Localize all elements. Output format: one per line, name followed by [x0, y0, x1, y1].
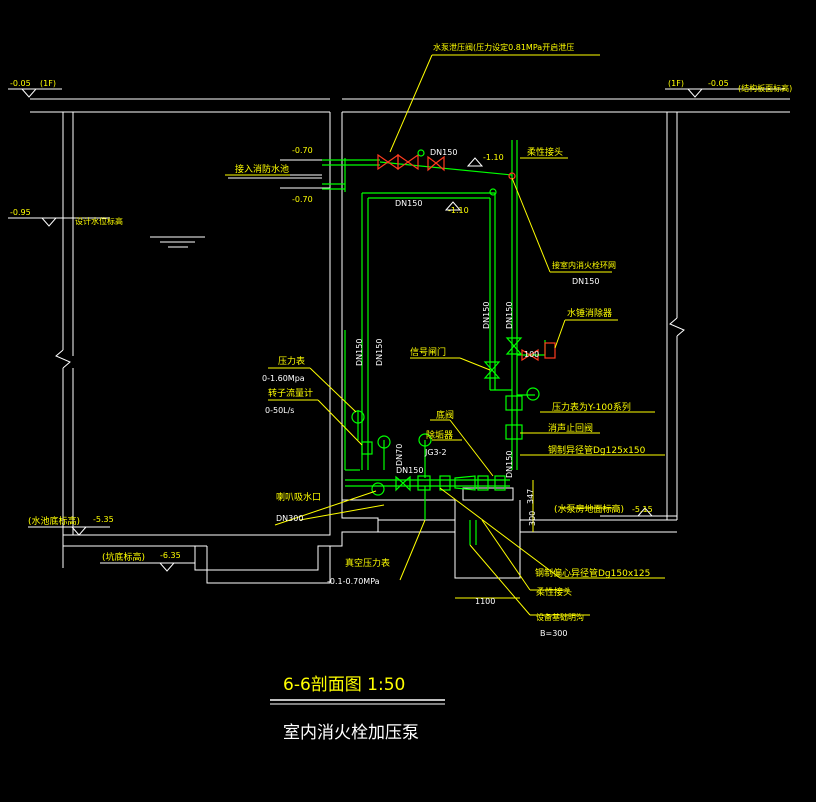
dn-e: DN150 — [375, 339, 384, 366]
label-pool-bottom: (水池底标高) — [28, 515, 80, 527]
label-foot-valve: 底阀 — [436, 409, 454, 421]
elev-floor-left: -0.05 — [10, 79, 31, 88]
label-flow-range: 0-50L/s — [265, 406, 294, 415]
elev-pump-room: -5.15 — [632, 505, 653, 514]
tag-floor-right: (1F) — [668, 79, 684, 88]
dim-347: 347 — [526, 489, 535, 504]
label-flow-meter: 转子流量计 — [268, 387, 313, 399]
label-pressure-range: 0-1.60Mpa — [262, 374, 305, 383]
label-gauge-series: 压力表为Y-100系列 — [552, 401, 631, 413]
elev-pit-bottom: -6.35 — [160, 551, 181, 560]
label-flex-joint-bottom: 柔性接头 — [536, 586, 572, 598]
label-pressure-gauge: 压力表 — [278, 355, 305, 367]
elevation-markers — [20, 88, 704, 572]
elev-pool-bottom: -5.35 — [93, 515, 114, 524]
dn-d: DN150 — [355, 339, 364, 366]
dim-300: 300 — [528, 511, 537, 526]
water-surface-symbol — [150, 236, 205, 248]
dim-1100: 1100 — [475, 597, 495, 606]
note-floor-right: (结构板面标高) — [738, 83, 792, 93]
dn-b: DN150 — [395, 199, 422, 208]
label-water-level: 设计水位标高 — [75, 216, 123, 226]
label-pressure-relief: 水泵泄压阀(压力设定0.81MPa开启泄压 — [433, 42, 574, 52]
label-base-width: B=300 — [540, 629, 567, 638]
dn-f: DN150 — [482, 302, 491, 329]
pipe-network — [322, 140, 546, 520]
annotation-leaders — [225, 54, 665, 616]
dim-100: 100 — [524, 350, 539, 359]
dn-a: DN150 — [430, 148, 457, 157]
label-to-ring: 接室内消火栓环网 — [552, 260, 616, 270]
dn-h: DN150 — [505, 451, 514, 478]
label-vacuum-gauge: 真空压力表 — [345, 557, 390, 569]
label-filter: 除垢器 — [426, 429, 453, 441]
label-pump-model: JG3-2 — [424, 448, 447, 457]
label-reducer-top: 钢制异径管Dg125x150 — [548, 444, 646, 456]
label-pit: (坑底标高) — [102, 551, 145, 563]
green-fittings — [351, 149, 540, 545]
dn-c: DN150 — [396, 466, 423, 475]
label-to-ring-dn: DN150 — [572, 277, 599, 286]
label-suction-tray: 喇叭吸水口 — [276, 491, 321, 503]
elev-water-level: -0.95 — [10, 208, 31, 217]
label-check-valve: 消声止回阀 — [548, 422, 593, 434]
label-pump-base: 设备基础明沟 — [536, 612, 584, 622]
dn-i: DN70 — [395, 444, 404, 466]
valves — [377, 153, 556, 362]
tag-floor-left: (1F) — [40, 79, 56, 88]
elevation-leaders — [8, 88, 785, 564]
label-reducer-bottom: 钢制偏心异径管Dg150x125 — [535, 567, 650, 579]
label-flexible-joint: 柔性接头 — [527, 146, 563, 158]
section-title: 6-6剖面图 1:50 — [283, 675, 405, 695]
label-water-hammer: 水锤消除器 — [567, 307, 612, 319]
elev-pipe-b: -1.10 — [448, 206, 469, 215]
elev-inlet-upper: -0.70 — [292, 146, 313, 155]
elev-pipe-a: -1.10 — [483, 153, 504, 162]
label-vacuum-range: -0.1-0.70MPa — [327, 577, 380, 586]
dn-g: DN150 — [505, 302, 514, 329]
elev-inlet-lower: -0.70 — [292, 195, 313, 204]
label-connect-pool: 接入消防水池 — [235, 163, 289, 175]
label-pump-room-floor: (水泵房地面标高) — [554, 503, 624, 515]
drawing-subtitle: 室内消火栓加压泵 — [283, 723, 419, 743]
building-structure — [30, 98, 790, 584]
label-gate-valve: 信号闸门 — [410, 346, 446, 358]
elev-floor-right: -0.05 — [708, 79, 729, 88]
annotations-text: -0.05 (1F) (1F) -0.05 (结构板面标高) -0.95 设计水… — [10, 42, 792, 638]
title-block: 6-6剖面图 1:50 室内消火栓加压泵 — [270, 675, 445, 743]
label-suction-dn: DN300 — [276, 514, 303, 523]
